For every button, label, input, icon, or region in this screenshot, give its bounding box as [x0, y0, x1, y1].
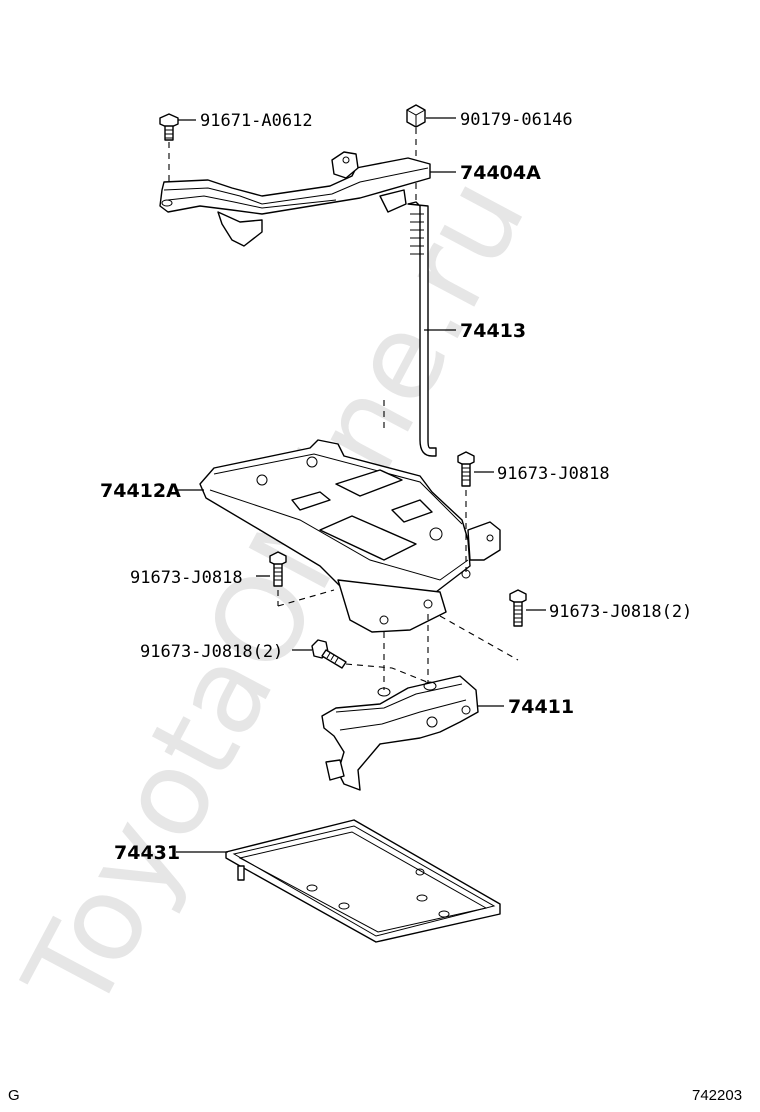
bolt-91673-j0818-left-icon — [269, 551, 287, 587]
callout-74404a: 74404A — [460, 162, 541, 184]
diagram-number: 742203 — [692, 1087, 742, 1104]
corner-label-left: G — [8, 1087, 20, 1104]
callout-90179-06146: 90179-06146 — [460, 110, 573, 130]
bolt-91671-a0612-icon — [159, 113, 179, 141]
hold-down-rod-74413 — [407, 201, 437, 457]
callout-91673-j0818-left: 91673-J0818 — [130, 568, 243, 588]
bolt-91673-j0818-upper-icon — [457, 451, 475, 487]
nut-90179-06146-icon — [406, 104, 426, 128]
callout-91673-j0818-right: 91673-J0818(2) — [549, 602, 692, 622]
bolt-91673-j0818-horizontal-icon — [311, 639, 347, 669]
callout-74411: 74411 — [508, 696, 574, 718]
battery-tray-pan-74431 — [225, 819, 501, 943]
battery-tray-74412a — [199, 439, 501, 633]
callout-74412a: 74412A — [100, 480, 181, 502]
bolt-91673-j0818-right-icon — [509, 589, 527, 627]
callout-74413: 74413 — [460, 320, 526, 342]
callout-74431: 74431 — [114, 842, 180, 864]
callout-91673-j0818-upper: 91673-J0818 — [497, 464, 610, 484]
battery-clamp-74404a — [159, 151, 431, 247]
callout-91673-j0818-horizontal: 91673-J0818(2) — [140, 642, 283, 662]
tray-bracket-74411 — [321, 675, 479, 791]
callout-91671-a0612: 91671-A0612 — [200, 111, 313, 131]
